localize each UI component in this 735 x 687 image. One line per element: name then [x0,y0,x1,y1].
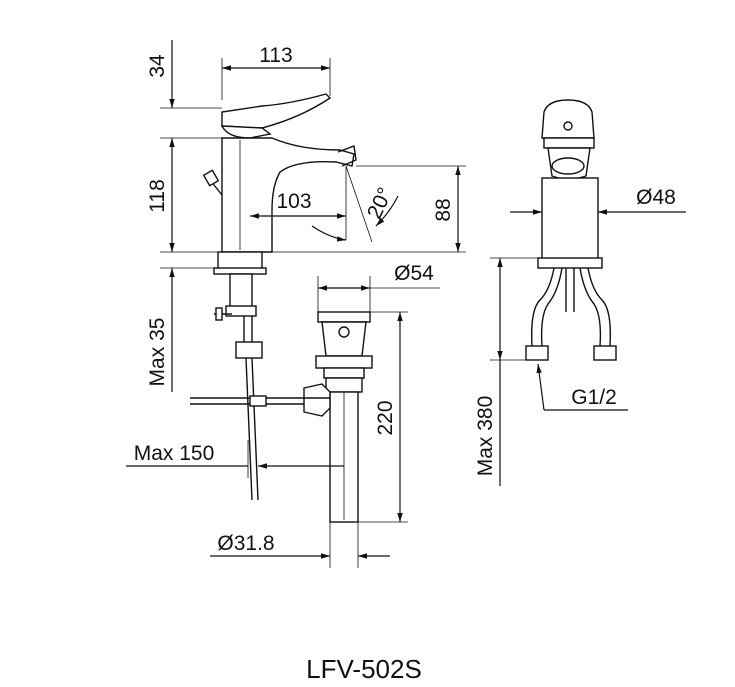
dim-handle-height: 34 [146,54,169,78]
dim-rod-reach: Max 150 [134,442,215,465]
model-title: LFV-502S [306,654,422,684]
faucet-side-view [190,93,357,501]
dim-spout-reach: 103 [276,190,311,213]
dim-body-diameter: Ø48 [636,186,676,209]
dim-hose-length: Max 380 [474,396,497,477]
dim-body-height: 118 [146,179,169,212]
dimension-lines [126,40,686,568]
faucet-front-view [525,99,617,361]
dim-drain-diameter: Ø54 [394,262,434,285]
dim-spout-angle: 20° [363,184,397,223]
dim-drain-length: 220 [374,400,397,435]
drain-assembly [303,311,373,523]
dim-deck-thickness: Max 35 [146,318,169,387]
dim-thread: G1/2 [571,386,617,409]
dim-body-width: 113 [259,44,292,67]
dim-spout-height: 88 [432,198,455,221]
dim-tail-diameter: Ø31.8 [217,532,274,555]
